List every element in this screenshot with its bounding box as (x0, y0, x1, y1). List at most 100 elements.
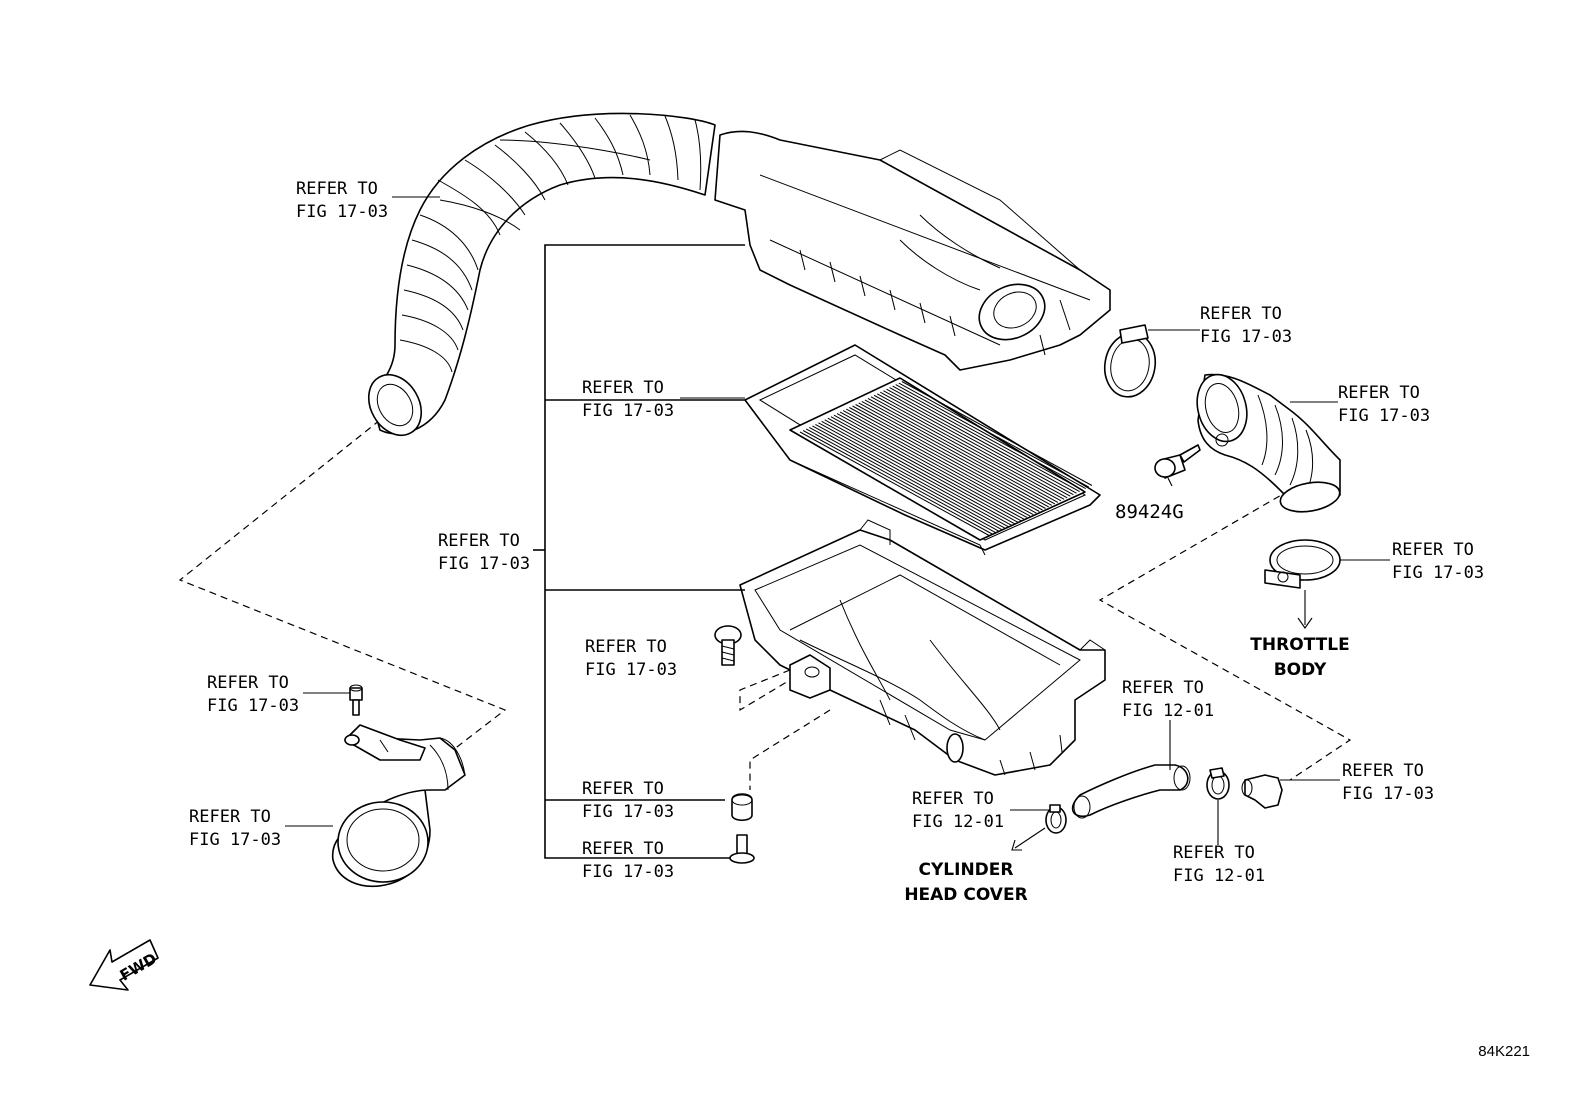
filter-pleats (799, 381, 1093, 537)
label-line2: FIG 17-03 (1200, 327, 1292, 347)
filter-pleat (846, 408, 1037, 514)
label-line2: FIG 17-03 (1392, 563, 1484, 583)
inlet-duct (331, 724, 466, 887)
label-pcv-clip-right: REFER TO FIG 12-01 (1173, 843, 1265, 886)
label-line1: REFER TO (585, 637, 667, 657)
label-cleaner-assy: REFER TO FIG 17-03 (438, 531, 530, 574)
filter-pleat (901, 381, 1093, 486)
label-pcv-elbow: REFER TO FIG 17-03 (1342, 761, 1434, 804)
filter-pleat (839, 411, 1031, 517)
filter-pleat (812, 425, 1003, 531)
filter-pleat (815, 423, 1006, 529)
filter-pleat (886, 388, 1077, 494)
pcv-clip-right (1206, 767, 1230, 800)
filter-pleat (809, 426, 1000, 532)
label-line2: FIG 17-03 (585, 660, 677, 680)
air-cleaner-lower-case (739, 519, 1106, 776)
filter-pleat (867, 397, 1059, 503)
label-clamp-top: REFER TO FIG 17-03 (1200, 304, 1292, 347)
label-collar: REFER TO FIG 17-03 (582, 839, 674, 882)
grommet (731, 793, 753, 822)
label-case-bolt: REFER TO FIG 17-03 (585, 637, 677, 680)
label-line2: FIG 12-01 (1173, 866, 1265, 886)
label-line1: REFER TO (296, 179, 378, 199)
filter-pleat (805, 428, 997, 534)
label-line2: FIG 17-03 (207, 696, 299, 716)
pcv-clip-left (1045, 804, 1067, 834)
filter-pleat (836, 413, 1028, 519)
label-line2: FIG 17-03 (1342, 784, 1434, 804)
label-grommet: REFER TO FIG 17-03 (582, 779, 674, 822)
filter-pleat (818, 422, 1009, 528)
filter-pleat (858, 402, 1049, 508)
label-line2: FIG 17-03 (1338, 406, 1430, 426)
pcv-elbow (1241, 774, 1283, 809)
leader-lines (285, 196, 1390, 845)
label-line1: REFER TO (438, 531, 520, 551)
filter-pleat (824, 419, 1015, 525)
filter-pleat (880, 391, 1071, 497)
sensor-part-number: 89424G (1115, 501, 1184, 523)
filter-pleat (842, 410, 1034, 516)
outlet-hose (1196, 373, 1341, 513)
label-clamp-lower: REFER TO FIG 17-03 (1392, 540, 1484, 583)
intake-hose (367, 112, 716, 436)
label-intake-hose: REFER TO FIG 17-03 (296, 179, 388, 222)
filter-pleat (821, 420, 1012, 526)
label-line1: REFER TO (1342, 761, 1424, 781)
label-pcv-hose: REFER TO FIG 12-01 (1122, 678, 1214, 721)
case-bolt (714, 625, 742, 666)
label-line1: REFER TO (1200, 304, 1282, 324)
label-line1: REFER TO (1338, 383, 1420, 403)
label-line2: FIG 12-01 (912, 812, 1004, 832)
label-line1: REFER TO (1122, 678, 1204, 698)
label-line2: FIG 17-03 (582, 862, 674, 882)
filter-pleat (855, 404, 1046, 509)
label-line1: REFER TO (582, 378, 664, 398)
filter-pleat (889, 387, 1080, 493)
assembly-bracket (533, 244, 745, 859)
label-line1: REFER TO (207, 673, 289, 693)
label-line1: REFER TO (582, 839, 664, 859)
filter-pleat (802, 430, 994, 535)
label-line2: FIG 17-03 (582, 401, 674, 421)
label-pcv-clip-left: REFER TO FIG 12-01 (912, 789, 1004, 832)
label-line1: REFER TO (1173, 843, 1255, 863)
label-air-filter: REFER TO FIG 17-03 (582, 378, 674, 421)
label-line2: FIG 17-03 (438, 554, 530, 574)
throttle-line2: BODY (1274, 660, 1327, 680)
throttle-body-arrow (1297, 590, 1313, 629)
label-inlet-bolt: REFER TO FIG 17-03 (207, 673, 299, 716)
filter-pleat (830, 416, 1022, 522)
cylinder-line2: HEAD COVER (904, 885, 1027, 905)
air-flow-sensor (1154, 444, 1201, 479)
label-line2: FIG 17-03 (582, 802, 674, 822)
filter-pleat (864, 399, 1056, 505)
filter-pleat (873, 394, 1065, 500)
filter-pleat (883, 390, 1074, 496)
upper-hose-clamp (1103, 324, 1157, 398)
fwd-arrow-icon: FWD (89, 939, 160, 991)
throttle-body-label: THROTTLE BODY (1250, 635, 1349, 680)
cylinder-line1: CYLINDER (919, 860, 1014, 880)
filter-pleat (799, 431, 991, 537)
label-line1: REFER TO (912, 789, 994, 809)
filter-pleat (895, 384, 1086, 490)
filter-pleat (876, 393, 1068, 499)
filter-pleat (870, 396, 1062, 502)
label-line2: FIG 12-01 (1122, 701, 1214, 721)
figure-code: 84K221 (1478, 1043, 1530, 1060)
air-cleaner-upper-case (714, 130, 1111, 371)
throttle-line1: THROTTLE (1250, 635, 1349, 655)
label-inlet-duct: REFER TO FIG 17-03 (189, 807, 281, 850)
filter-pleat (861, 400, 1053, 506)
label-line2: FIG 17-03 (296, 202, 388, 222)
collar (729, 834, 755, 864)
filter-pleat (892, 385, 1083, 491)
filter-pleat (833, 414, 1025, 520)
pcv-hose (1071, 764, 1191, 819)
cylinder-head-cover-label: CYLINDER HEAD COVER (904, 860, 1027, 905)
alignment-lines (178, 419, 1352, 790)
label-line1: REFER TO (582, 779, 664, 799)
